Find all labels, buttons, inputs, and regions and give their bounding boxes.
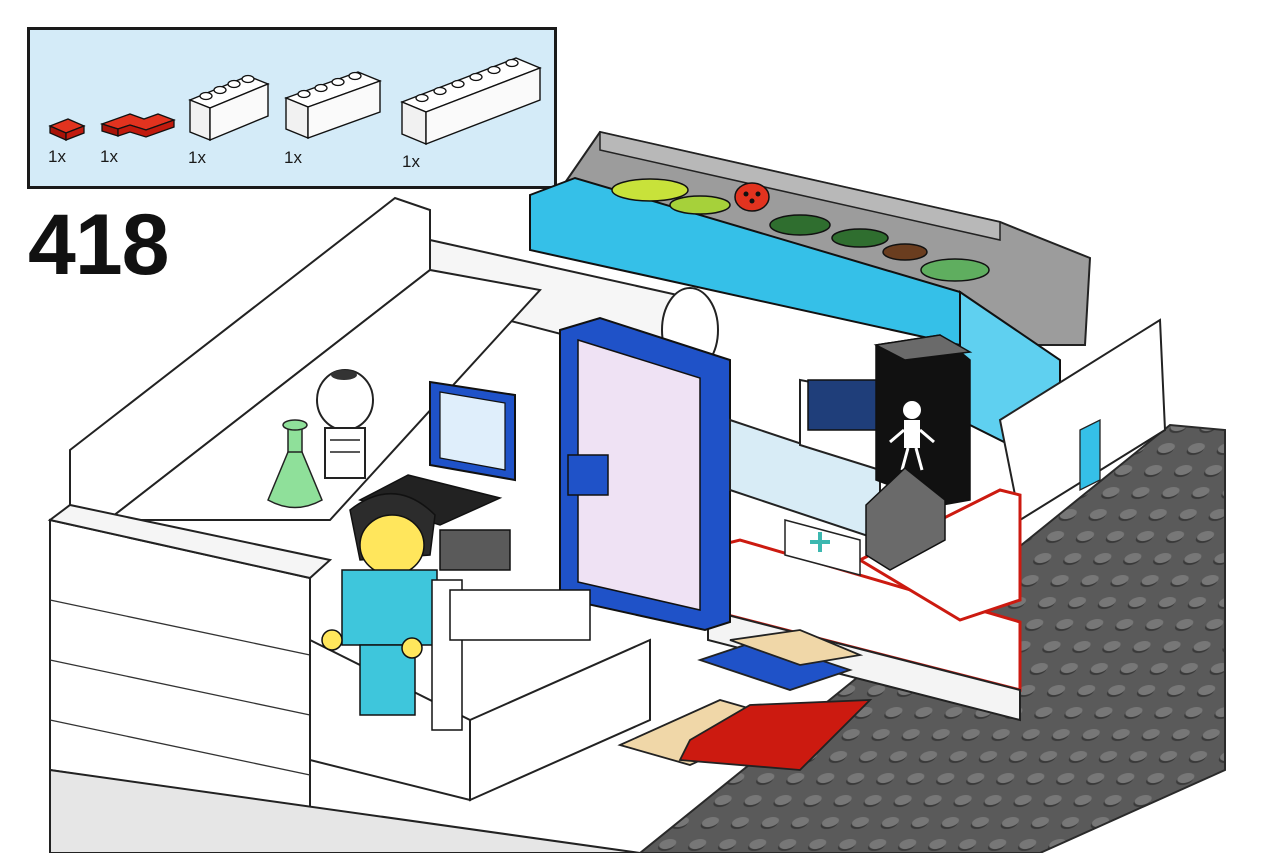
- red-corner-plate-icon: [99, 113, 176, 138]
- medical-cross-icon: [784, 519, 861, 576]
- floor-tiles: [617, 629, 873, 771]
- white-brick-1x4-icon: [188, 74, 270, 142]
- part-quantity: 1x: [188, 148, 206, 167]
- computer-monitor-icon: [358, 380, 516, 526]
- ladybug-icon: [734, 182, 770, 212]
- part-quantity: 1x: [48, 147, 66, 166]
- part-quantity: 1x: [284, 148, 302, 167]
- white-brick-1x4-icon: [284, 71, 382, 140]
- step-number: 418: [28, 197, 169, 293]
- part-item: 1x: [99, 108, 180, 166]
- door: [559, 316, 731, 632]
- equipment-arm: [431, 529, 591, 731]
- part-quantity: 1x: [402, 152, 420, 171]
- part-item: 1x: [282, 66, 392, 167]
- white-brick-1x6-icon: [400, 57, 542, 146]
- green-flask-icon: [267, 419, 323, 509]
- red-plate-1x1-icon: [48, 118, 86, 141]
- xray-panel-icon: [873, 334, 973, 506]
- back-counter: [729, 378, 881, 542]
- front-mid-wall: [309, 638, 651, 802]
- part-item: 1x: [48, 116, 88, 166]
- part-item: 1x: [186, 70, 276, 167]
- floor-edge: [49, 768, 641, 853]
- skeleton-figure-icon: [316, 369, 374, 479]
- parts-list-panel: 1x 1x 1x 1x: [27, 27, 557, 189]
- right-wall: [998, 318, 1167, 522]
- front-left-wall: [47, 503, 333, 812]
- part-quantity: 1x: [100, 147, 118, 166]
- scientist-minifigure-icon: [321, 492, 438, 716]
- part-item: 1x: [398, 48, 548, 171]
- plant-row-icon: [611, 178, 990, 282]
- grey-seat: [865, 467, 946, 571]
